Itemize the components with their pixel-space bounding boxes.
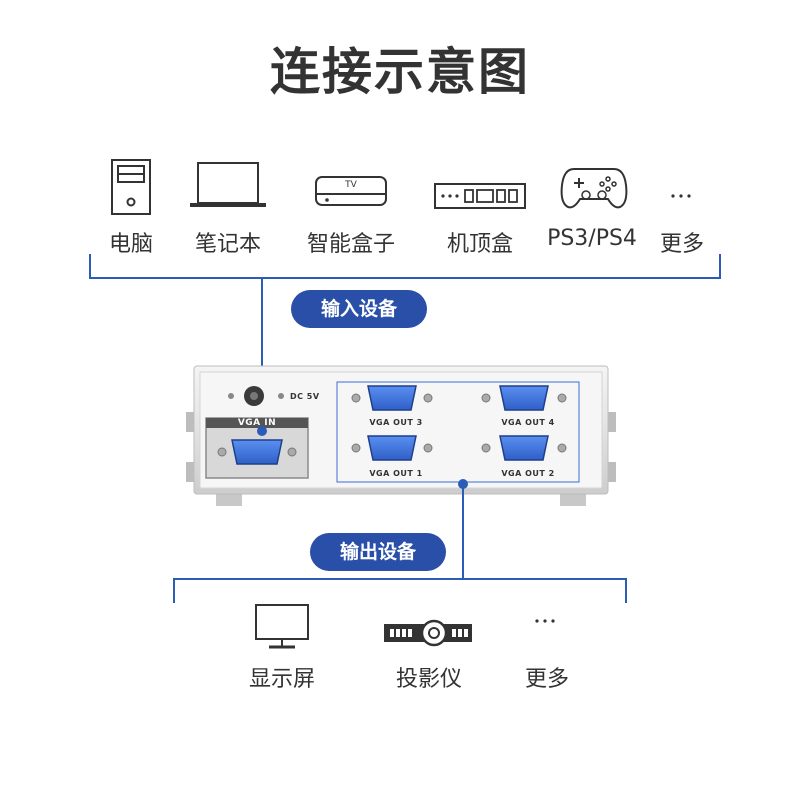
set-top-box-icon <box>434 183 526 209</box>
projector-icon <box>384 619 472 647</box>
input-device-label: PS3/PS4 <box>547 226 637 251</box>
vga-out-2-label: VGA OUT 2 <box>501 469 555 478</box>
output-devices-badge: 输出设备 <box>310 533 446 571</box>
input-connection-dot <box>257 426 267 436</box>
input-bracket-bottom <box>89 277 721 279</box>
page-title: 连接示意图 <box>270 43 530 101</box>
input-devices-badge: 输入设备 <box>291 290 427 328</box>
input-device-label: 电脑 <box>108 232 153 257</box>
output-device-label: 投影仪 <box>395 667 462 692</box>
vga-splitter-device <box>186 365 616 506</box>
output-device-label: 显示屏 <box>248 667 315 692</box>
ellipsis-icon <box>535 619 555 623</box>
input-device-label: 智能盒子 <box>306 232 395 257</box>
desktop-tower-icon <box>111 159 151 215</box>
vga-in-label: VGA IN <box>237 418 277 428</box>
vga-out-1-label: VGA OUT 1 <box>369 469 423 478</box>
output-bracket-left <box>173 578 175 603</box>
output-connector-line <box>462 484 464 579</box>
laptop-icon <box>190 162 266 207</box>
smart-box-tv-label: TV <box>345 180 357 190</box>
input-bracket-right <box>719 254 721 278</box>
gamepad-icon <box>560 168 628 209</box>
output-device-label: 更多 <box>524 667 569 692</box>
input-device-label: 笔记本 <box>194 232 261 257</box>
smart-box-icon <box>315 176 387 206</box>
monitor-icon <box>255 604 309 649</box>
ellipsis-icon <box>671 194 691 198</box>
dc-power-label: DC 5V <box>290 392 320 401</box>
output-bracket-top <box>173 578 627 580</box>
vga-out-3-label: VGA OUT 3 <box>369 418 423 427</box>
input-connector-line <box>261 277 263 430</box>
output-bracket-right <box>625 578 627 603</box>
vga-out-4-label: VGA OUT 4 <box>501 418 555 427</box>
input-bracket-left <box>89 254 91 278</box>
input-device-label: 更多 <box>659 232 704 257</box>
input-device-label: 机顶盒 <box>446 232 513 257</box>
